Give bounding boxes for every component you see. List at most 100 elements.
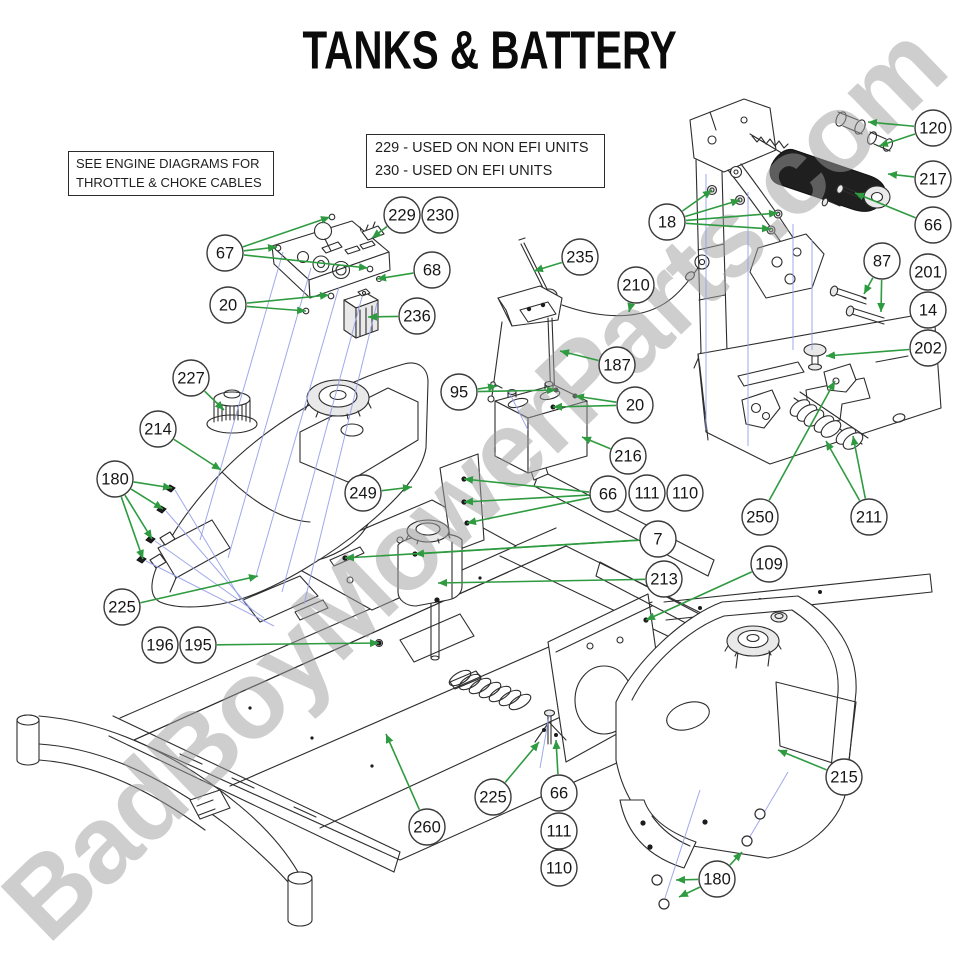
machine-line-art xyxy=(16,98,942,927)
callout-circle xyxy=(474,778,512,816)
callout-arrow-250 xyxy=(768,380,836,501)
frame-spring xyxy=(448,669,532,711)
callout-7: 7 xyxy=(639,520,677,558)
callout-circle xyxy=(344,474,382,512)
callout-arrow-214 xyxy=(173,438,222,471)
callout-number: 196 xyxy=(146,637,174,655)
callout-circle xyxy=(421,196,459,234)
callout-circle xyxy=(598,346,636,384)
callout-18: 18 xyxy=(648,203,686,241)
height-pin-knob xyxy=(803,343,827,371)
leader-line xyxy=(199,251,284,541)
callout-20-left: 20 xyxy=(209,286,247,324)
callout-circle xyxy=(648,203,686,241)
callout-number: 250 xyxy=(746,509,774,527)
callout-circle xyxy=(639,520,677,558)
callout-202: 202 xyxy=(909,329,947,367)
callout-arrow-68 xyxy=(376,272,414,282)
callout-arrow-20-mid xyxy=(574,393,617,403)
callout-arrow-180-left xyxy=(130,488,164,510)
fastener-dot xyxy=(640,820,646,826)
fastener-circle xyxy=(741,835,753,847)
right-fuel-tank xyxy=(615,595,857,869)
callout-187: 187 xyxy=(598,346,636,384)
callout-230: 230 xyxy=(421,196,459,234)
callout-circle xyxy=(408,808,446,846)
callout-circle xyxy=(750,545,788,583)
callout-214: 214 xyxy=(139,410,177,448)
callout-number: 120 xyxy=(919,120,947,138)
fastener-dot xyxy=(647,844,653,850)
callout-arrow-66-bottom xyxy=(552,739,561,775)
leader-line xyxy=(507,389,529,431)
callout-arrow-180-bottom xyxy=(729,851,743,866)
callout-211: 211 xyxy=(850,498,888,536)
callout-arrow-227 xyxy=(204,390,225,411)
callout-number: 67 xyxy=(216,245,234,263)
callout-number: 111 xyxy=(634,485,659,503)
callout-circle xyxy=(616,386,654,424)
callout-circle xyxy=(617,266,655,304)
callout-95: 95 xyxy=(440,373,478,411)
callout-227: 227 xyxy=(172,359,210,397)
callout-arrow-202 xyxy=(825,348,910,360)
green-arrows xyxy=(120,118,916,910)
callout-68: 68 xyxy=(413,251,451,289)
callout-number: 215 xyxy=(830,769,858,787)
callout-number: 225 xyxy=(479,789,507,807)
callout-arrow-18 xyxy=(682,189,713,212)
callout-number: 111 xyxy=(546,823,571,841)
callout-249: 249 xyxy=(344,474,382,512)
callout-235: 235 xyxy=(561,238,599,276)
callout-number: 236 xyxy=(403,308,431,326)
callout-215: 215 xyxy=(825,758,863,796)
callout-arrow-215 xyxy=(777,749,827,771)
callout-120: 120 xyxy=(914,109,952,147)
callout-number: 20 xyxy=(219,297,237,315)
callout-arrow-180-bottom xyxy=(675,875,699,884)
leader-line xyxy=(154,540,265,619)
callout-arrow-180-left xyxy=(120,496,144,560)
callout-circle xyxy=(609,437,647,475)
fastener-circle xyxy=(658,898,670,910)
callout-number: 110 xyxy=(672,485,698,503)
note-line: SEE ENGINE DIAGRAMS FOR xyxy=(76,156,260,171)
callout-circle xyxy=(96,460,134,498)
callout-arrow-120 xyxy=(878,133,916,147)
callout-66-mid: 66 xyxy=(589,475,627,513)
leader-line xyxy=(303,302,378,605)
callout-number: 260 xyxy=(413,819,441,837)
callout-circle xyxy=(909,329,947,367)
callout-196: 196 xyxy=(141,626,179,664)
callout-arrow-67 xyxy=(243,244,278,253)
callout-180-left: 180 xyxy=(96,460,134,498)
callout-number: 7 xyxy=(653,531,662,549)
callout-circle xyxy=(589,475,627,513)
callout-arrow-87 xyxy=(863,277,874,295)
callout-circle xyxy=(645,560,683,598)
callout-number: 87 xyxy=(873,253,891,271)
callout-circle xyxy=(914,109,952,147)
callout-arrow-211 xyxy=(850,435,867,499)
callout-14: 14 xyxy=(909,291,947,329)
callout-circle xyxy=(540,812,578,850)
callout-arrow-95 xyxy=(477,386,557,395)
rollover-valve xyxy=(206,414,258,434)
callout-number: 187 xyxy=(603,357,631,375)
callout-circle xyxy=(179,626,217,664)
fastener-circle xyxy=(754,808,766,820)
callout-arrow-109 xyxy=(645,571,753,621)
callout-arrow-180-left xyxy=(124,494,153,540)
note-engine-diagrams: SEE ENGINE DIAGRAMS FOR THROTTLE & CHOKE… xyxy=(68,151,274,196)
callout-number: 230 xyxy=(426,207,454,225)
callout-number: 214 xyxy=(144,421,172,439)
relay-switch xyxy=(343,288,379,339)
callout-arrow-210 xyxy=(627,302,636,313)
callout-circle xyxy=(561,238,599,276)
callout-number: 180 xyxy=(101,471,129,489)
callout-arrow-211 xyxy=(825,440,861,501)
callout-arrow-67 xyxy=(242,216,331,248)
callout-arrow-236 xyxy=(367,312,399,321)
callout-number: 227 xyxy=(177,370,205,388)
